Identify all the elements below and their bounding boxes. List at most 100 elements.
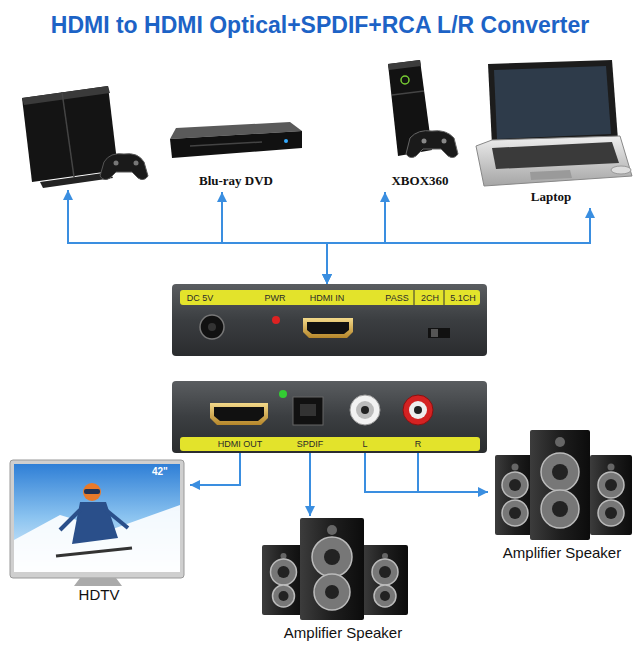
converter-front-panel-part [180, 290, 480, 305]
converter-back-panel-part [210, 403, 268, 425]
converter-front-panel-part [272, 316, 280, 324]
device-label: Blu-ray DVD [199, 174, 273, 189]
speaker-set-part [262, 545, 305, 615]
connector [365, 453, 488, 492]
speaker-set-part [273, 585, 295, 607]
device-label: XBOX360 [391, 174, 448, 189]
speaker-set-part [598, 500, 624, 526]
laptop [476, 60, 632, 186]
label-slot: 2CH [421, 293, 439, 302]
label-slot: PWR [265, 293, 286, 302]
speaker-set-part [325, 585, 339, 599]
xbox360-console-part [442, 139, 447, 144]
speaker-set-part [552, 464, 568, 480]
connector-group [190, 192, 590, 516]
converter-front-panel: DC 5V PWR HDMI IN PASS 2CH 5.1CH [172, 284, 487, 356]
speaker-set-part [495, 455, 535, 535]
connector [327, 208, 590, 284]
bluray-player-part [284, 139, 288, 143]
speaker-set-part [502, 500, 528, 526]
label-slot: 5.1CH [450, 293, 476, 302]
port-label: PWR [265, 293, 286, 302]
speaker-set-part [279, 591, 289, 601]
hdtv-set-part [74, 578, 122, 586]
speaker-set-part [530, 430, 590, 540]
port-label: 5.1CH [450, 293, 476, 302]
converter-front-panel-part [307, 322, 349, 334]
screen-size-label: 42" [152, 467, 168, 477]
label-slot: PASS [385, 293, 408, 302]
converter-front-panel-part [414, 290, 415, 305]
ps4-console-part [100, 154, 148, 180]
converter-back-panel-part [214, 407, 264, 421]
device-label: Laptop [531, 190, 571, 205]
ps4-console-part [134, 161, 139, 166]
port-label: L [362, 440, 367, 449]
speaker-set-part [590, 455, 632, 535]
connector [327, 192, 385, 284]
hdtv-set-part [106, 510, 128, 528]
device-label: Amplifier Speaker [503, 544, 621, 561]
rca-r-wire-part [417, 453, 419, 492]
ps4-wire-part [68, 190, 222, 243]
speaker-set-part [374, 585, 396, 607]
laptop-part [492, 142, 619, 169]
device-box: Amplifier Speaker [256, 516, 430, 644]
label-slot: L [362, 440, 367, 449]
converter-back-panel-part [293, 397, 323, 425]
xbox360-console-part [422, 139, 427, 144]
label-slot: SPDIF [297, 440, 324, 449]
speaker-set-part [362, 545, 408, 615]
speaker-set-part [314, 574, 350, 610]
converter-back-panel-part [300, 404, 316, 416]
speaker-set-part [605, 507, 617, 519]
converter-back-panel-part [356, 401, 374, 419]
converter-back-panel-part [409, 401, 427, 419]
device-label: HDTV [79, 586, 120, 603]
hdtv-set-part [10, 460, 184, 578]
ps4-console [22, 86, 148, 188]
label-slot: 42" [152, 467, 168, 477]
converter-front-panel-part [172, 284, 487, 356]
converter-back-panel-part [279, 390, 287, 398]
speaker-set-part [605, 479, 617, 491]
bluray-player-part [170, 131, 302, 158]
converter-back-panel-part [403, 395, 433, 425]
speaker-set-part [271, 559, 297, 585]
speaker-set-part [509, 507, 521, 519]
title-bar: HDMI to HDMI Optical+SPDIF+RCA L/R Conve… [0, 12, 640, 39]
speaker-set-part [312, 537, 352, 577]
laptop-part [494, 66, 611, 139]
port-label: PASS [385, 293, 408, 302]
speaker-set-part [382, 553, 388, 559]
converter-front-panel-part [208, 323, 216, 331]
rca-r-wire [418, 453, 419, 492]
speaker-set-part [327, 525, 337, 535]
xbox360-console [388, 60, 458, 158]
converter-front-panel [172, 284, 487, 356]
hdtv-set-part [72, 502, 118, 544]
xbox360-console-part [392, 91, 424, 95]
ps4-console-part [22, 86, 110, 105]
xbox360-console-part [401, 76, 409, 84]
ps4-console-part [114, 161, 119, 166]
port-label: DC 5V [187, 293, 214, 302]
hdtv-set-part [84, 489, 100, 494]
bluray-player-part [190, 142, 262, 146]
device-box: Blu-ray DVD [168, 118, 304, 192]
label-slot: HDMI OUT [218, 440, 263, 449]
speaker-set-part [379, 566, 391, 578]
converter-back-panel [172, 381, 487, 453]
speaker-set-part [512, 464, 519, 471]
label-slot: HDMI IN [310, 293, 345, 302]
device-box: Amplifier Speaker [488, 428, 636, 564]
speaker-set-part [380, 591, 390, 601]
converter-back-panel-part [361, 406, 369, 414]
xbox360-console-part [388, 60, 421, 70]
converter-back-panel-part [180, 437, 480, 451]
converter-front-panel-part [444, 290, 445, 305]
device-box: HDTV [8, 458, 190, 606]
speaker-set [262, 518, 408, 620]
speaker-set-part [555, 437, 565, 447]
